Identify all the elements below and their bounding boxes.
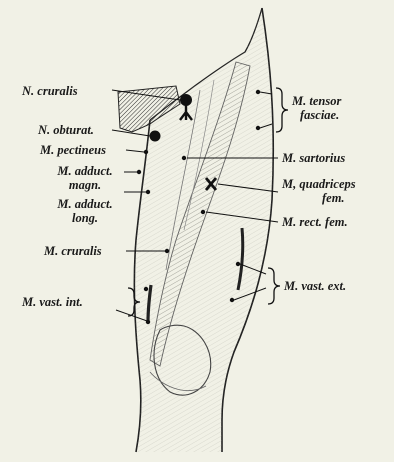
label-m-quadriceps: M, quadriceps fem. xyxy=(282,177,356,205)
brace-vast-ext xyxy=(268,268,280,304)
label-m-adduct-magn: M. adduct. magn. xyxy=(44,164,126,192)
label-m-cruralis: M. cruralis xyxy=(44,244,102,258)
label-n-obturat: N. obturat. xyxy=(38,123,94,137)
label-m-tensor-line1: M. tensor xyxy=(292,94,341,108)
label-m-tensor-line2: fasciae. xyxy=(292,108,341,122)
label-m-tensor: M. tensor fasciae. xyxy=(292,94,341,122)
label-m-sartorius: M. sartorius xyxy=(282,151,345,165)
label-m-adduct-long-line2: long. xyxy=(44,211,126,225)
label-m-quadriceps-line1: M, quadriceps xyxy=(282,177,356,191)
label-m-vast-ext: M. vast. ext. xyxy=(284,279,346,293)
label-m-pectineus: M. pectineus xyxy=(40,143,106,157)
label-m-adduct-long-line1: M. adduct. xyxy=(44,197,126,211)
label-m-adduct-magn-line1: M. adduct. xyxy=(44,164,126,178)
label-m-adduct-long: M. adduct. long. xyxy=(44,197,126,225)
n-obturat-pin xyxy=(150,131,161,142)
label-m-adduct-magn-line2: magn. xyxy=(44,178,126,192)
label-m-quadriceps-line2: fem. xyxy=(282,191,356,205)
label-n-cruralis: N. cruralis xyxy=(22,84,78,98)
label-m-vast-int: M. vast. int. xyxy=(22,295,83,309)
brace-tensor xyxy=(276,88,288,132)
label-m-rect-fem: M. rect. fem. xyxy=(282,215,348,229)
